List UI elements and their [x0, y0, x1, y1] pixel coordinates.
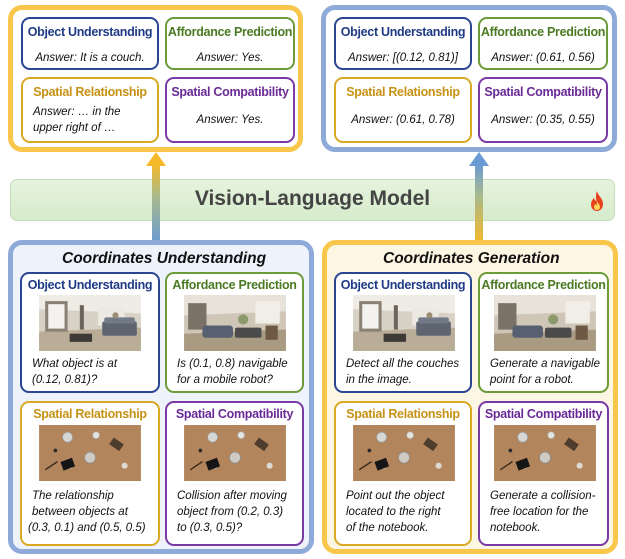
card-title: Affordance Prediction — [172, 278, 297, 292]
room-image — [184, 295, 286, 351]
vision-language-model-bar: Vision-Language Model — [10, 179, 615, 221]
card-question-line: (0.3, 0.1) and (0.5, 0.5) — [28, 522, 146, 534]
card-question-line: between objects at — [32, 506, 128, 518]
coordinates-understanding-title: Coordinates Understanding — [62, 250, 267, 267]
tabletop-image — [494, 425, 596, 481]
card-question-line: free location for the — [490, 506, 589, 518]
top-left-affordance-prediction-card: Affordance Prediction Answer: Yes. — [165, 17, 295, 70]
card-title: Affordance Prediction — [167, 25, 293, 39]
card-answer-line: upper right of … — [33, 122, 116, 134]
top-right-spatial-relationship-card: Spatial Relationship Answer: (0.61, 0.78… — [334, 77, 472, 143]
card-title: Spatial Compatibility — [484, 407, 603, 421]
top-right-object-understanding-card: Object Understanding Answer: [(0.12, 0.8… — [334, 17, 472, 70]
room-image — [39, 295, 141, 351]
cu-spatial-relationship-card: Spatial Relationship The relationship be… — [20, 401, 160, 546]
arrow-to-top-right — [469, 152, 489, 244]
card-answer: Answer: (0.35, 0.55) — [491, 114, 595, 126]
card-title: Spatial Compatibility — [171, 85, 289, 99]
card-title: Spatial Relationship — [346, 85, 460, 99]
card-answer: Answer: Yes. — [196, 114, 264, 126]
room-image — [353, 295, 455, 351]
card-question-line: in the image. — [346, 374, 412, 386]
card-answer: Answer: It is a couch. — [35, 52, 145, 64]
arrow-to-top-left — [146, 152, 166, 244]
cg-spatial-compatibility-card: Spatial Compatibility Generate a collisi… — [478, 401, 609, 546]
top-left-spatial-relationship-card: Spatial Relationship Answer: … in the up… — [21, 77, 159, 143]
top-right-spatial-compatibility-card: Spatial Compatibility Answer: (0.35, 0.5… — [478, 77, 608, 143]
card-title: Affordance Prediction — [481, 278, 606, 292]
cu-spatial-compatibility-card: Spatial Compatibility Collision after mo… — [165, 401, 304, 546]
card-title: Affordance Prediction — [480, 25, 606, 39]
card-title: Spatial Relationship — [346, 407, 460, 421]
card-question-line: (0.12, 0.81)? — [32, 374, 98, 386]
tabletop-image — [39, 425, 141, 481]
card-question-line: for a mobile robot? — [177, 374, 273, 386]
card-title: Object Understanding — [27, 25, 153, 39]
card-title: Object Understanding — [340, 25, 466, 39]
card-question-line: of the notebook. — [346, 522, 429, 534]
card-question-line: Point out the object — [346, 490, 445, 502]
cu-affordance-prediction-card: Affordance Prediction Is (0.1, 0.8) navi… — [165, 272, 304, 393]
cg-object-understanding-card: Object Understanding Detect all the couc… — [334, 272, 472, 393]
card-question-line: Generate a collision- — [490, 490, 596, 502]
room-image — [494, 295, 596, 351]
card-question-line: Generate a navigable — [490, 358, 600, 370]
card-question-line: Collision after moving — [177, 490, 287, 502]
cg-spatial-relationship-card: Spatial Relationship Point out the objec… — [334, 401, 472, 546]
card-title: Spatial Relationship — [33, 85, 147, 99]
card-question-line: object from (0.2, 0.3) — [177, 506, 284, 518]
card-title: Spatial Compatibility — [484, 85, 602, 99]
card-question-line: The relationship — [32, 490, 114, 502]
card-answer: Answer: (0.61, 0.56) — [491, 52, 595, 64]
card-question-line: Is (0.1, 0.8) navigable — [177, 358, 288, 370]
card-question-line: located to the right — [346, 506, 441, 518]
top-right-affordance-prediction-card: Affordance Prediction Answer: (0.61, 0.5… — [478, 17, 608, 70]
card-title: Spatial Compatibility — [175, 407, 294, 421]
card-question-line: to (0.3, 0.5)? — [177, 522, 243, 534]
card-title: Spatial Relationship — [33, 407, 147, 421]
top-left-object-understanding-card: Object Understanding Answer: It is a cou… — [21, 17, 159, 70]
card-title: Object Understanding — [340, 278, 466, 292]
top-left-spatial-compatibility-card: Spatial Compatibility Answer: Yes. — [165, 77, 295, 143]
card-question-line: point for a robot. — [490, 374, 574, 386]
card-question-line: Detect all the couches — [346, 358, 460, 370]
card-question-line: notebook. — [490, 522, 541, 534]
card-answer-line: Answer: … in the — [33, 106, 121, 118]
tabletop-image — [184, 425, 286, 481]
fire-icon — [591, 191, 603, 211]
cu-object-understanding-card: Object Understanding What object is at (… — [20, 272, 160, 393]
model-label: Vision-Language Model — [194, 187, 431, 210]
card-question-line: What object is at — [32, 358, 118, 370]
cg-affordance-prediction-card: Affordance Prediction Generate a navigab… — [478, 272, 609, 393]
tabletop-image — [353, 425, 455, 481]
coordinates-generation-title: Coordinates Generation — [383, 250, 560, 267]
card-answer: Answer: [(0.12, 0.81)] — [348, 52, 458, 64]
card-answer: Answer: (0.61, 0.78) — [351, 114, 455, 126]
card-answer: Answer: Yes. — [196, 52, 264, 64]
card-title: Object Understanding — [27, 278, 153, 292]
